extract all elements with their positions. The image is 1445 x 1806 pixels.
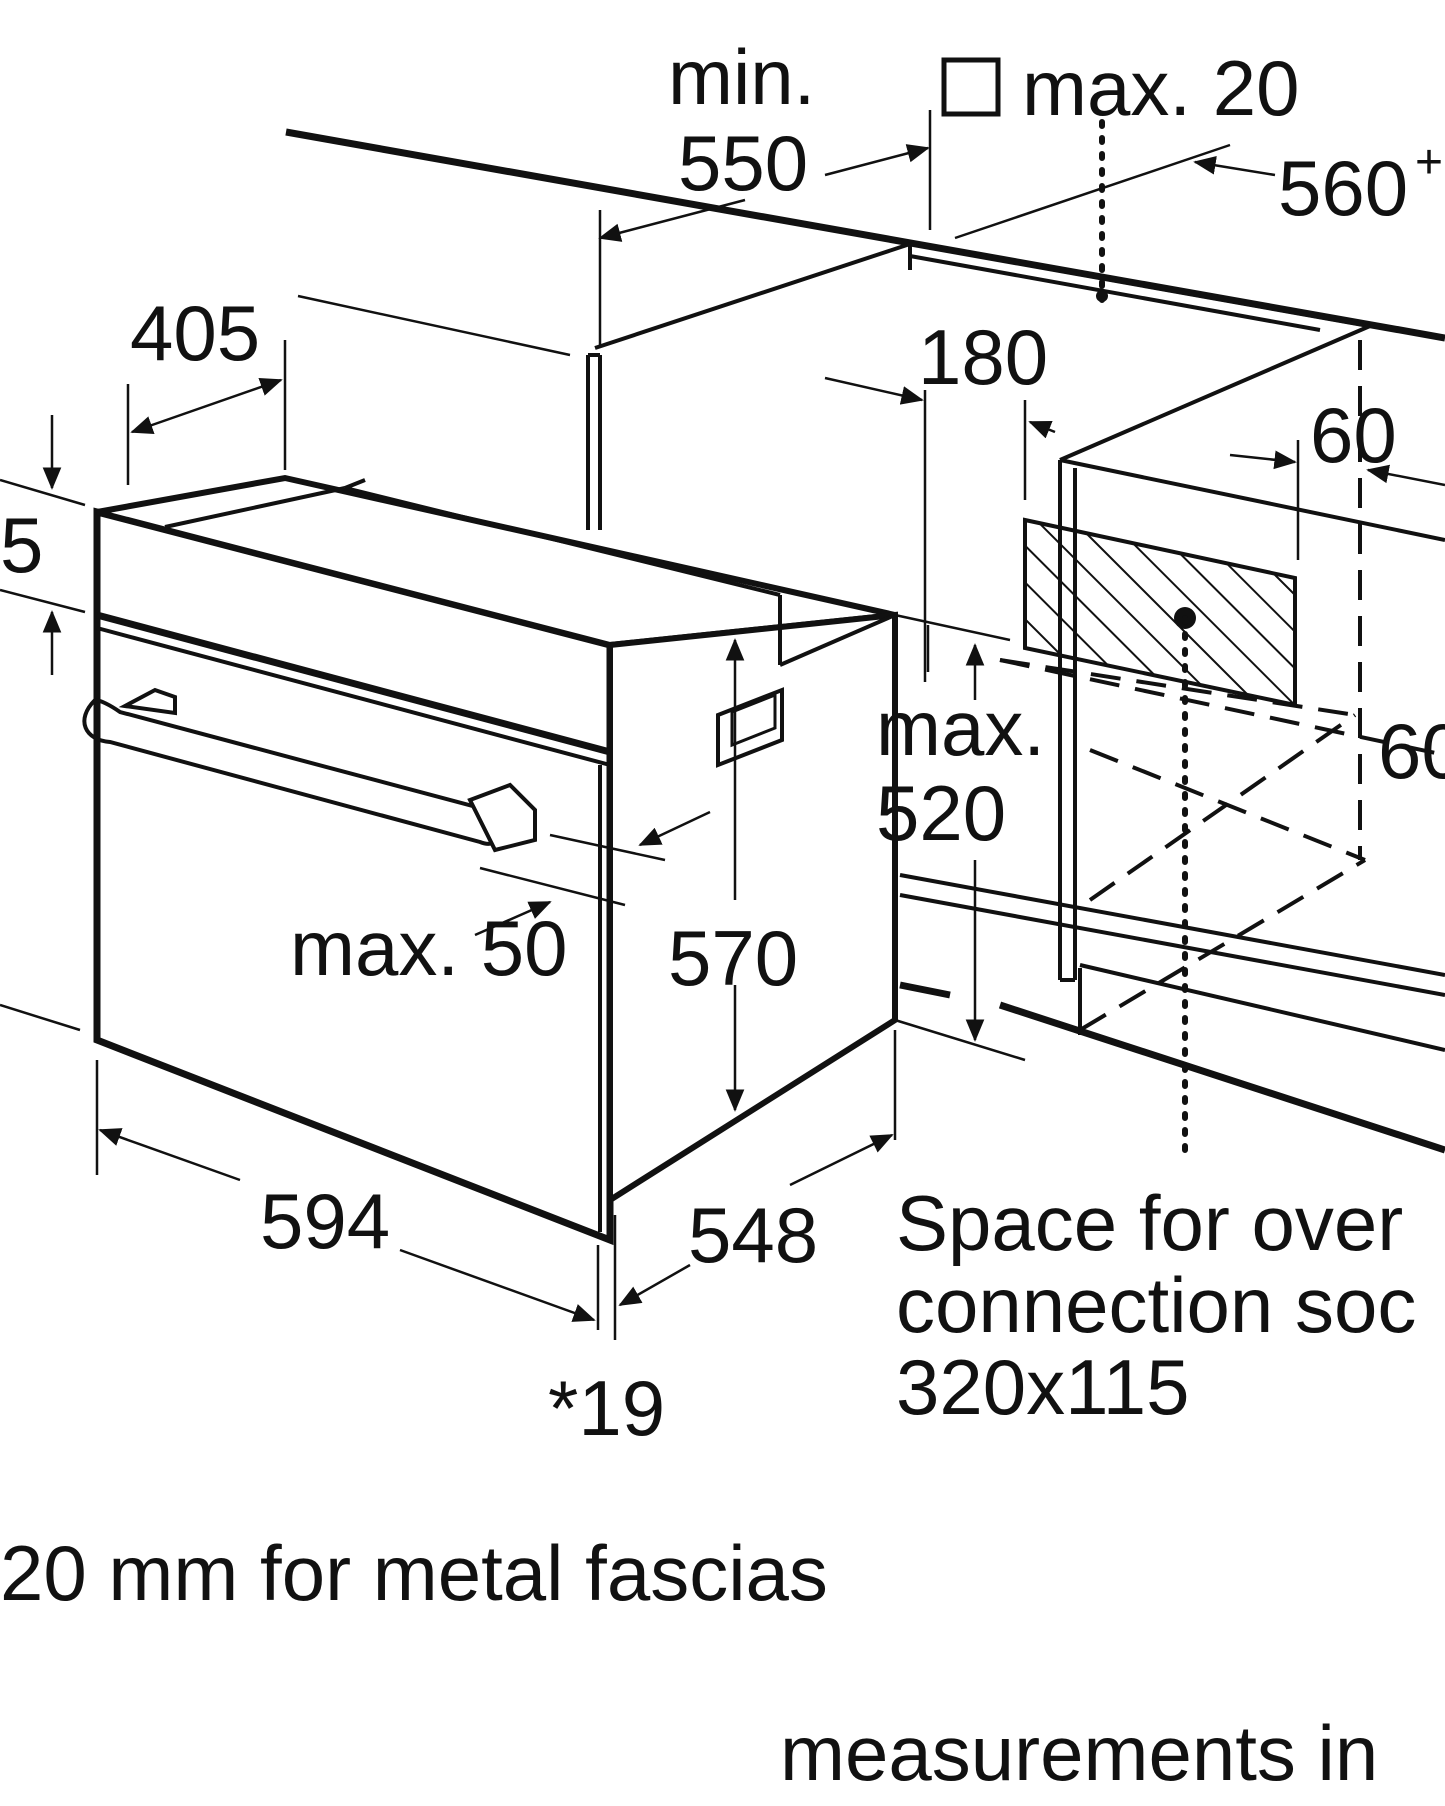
label-570: 570 <box>668 914 798 1002</box>
label-520: 520 <box>876 769 1006 857</box>
label-60-side: 60 <box>1378 707 1445 795</box>
label-594: 594 <box>260 1177 390 1265</box>
label-max-50: max. 50 <box>290 904 567 992</box>
socket-note-line3: 320x115 <box>896 1343 1190 1431</box>
dimension-lines <box>0 110 1445 1340</box>
label-548: 548 <box>688 1191 818 1279</box>
label-60-top: 60 <box>1310 391 1397 479</box>
label-19: *19 <box>548 1364 665 1452</box>
socket-note-line1: Space for over <box>896 1179 1403 1267</box>
label-405: 405 <box>130 289 260 377</box>
notes: Space for over connection soc 320x115 20… <box>0 1179 1416 1797</box>
dimension-labels: min. 550 max. 20 560 + 405 180 60 5 max.… <box>0 33 1445 1452</box>
label-5: 5 <box>0 501 43 589</box>
units-note: measurements in <box>780 1709 1378 1797</box>
label-180: 180 <box>918 313 1048 401</box>
label-min: min. <box>668 33 815 121</box>
label-max-20: max. 20 <box>1022 44 1299 132</box>
label-550: 550 <box>678 119 808 207</box>
label-560: 560 <box>1278 144 1408 232</box>
label-max: max. <box>876 684 1045 772</box>
oven-body <box>82 474 898 1246</box>
label-560-sup: + <box>1415 136 1443 189</box>
footnote: 20 mm for metal fascias <box>0 1529 828 1617</box>
square-icon <box>941 57 1001 117</box>
socket-space <box>1023 119 1297 1163</box>
socket-note-line2: connection soc <box>896 1261 1416 1349</box>
